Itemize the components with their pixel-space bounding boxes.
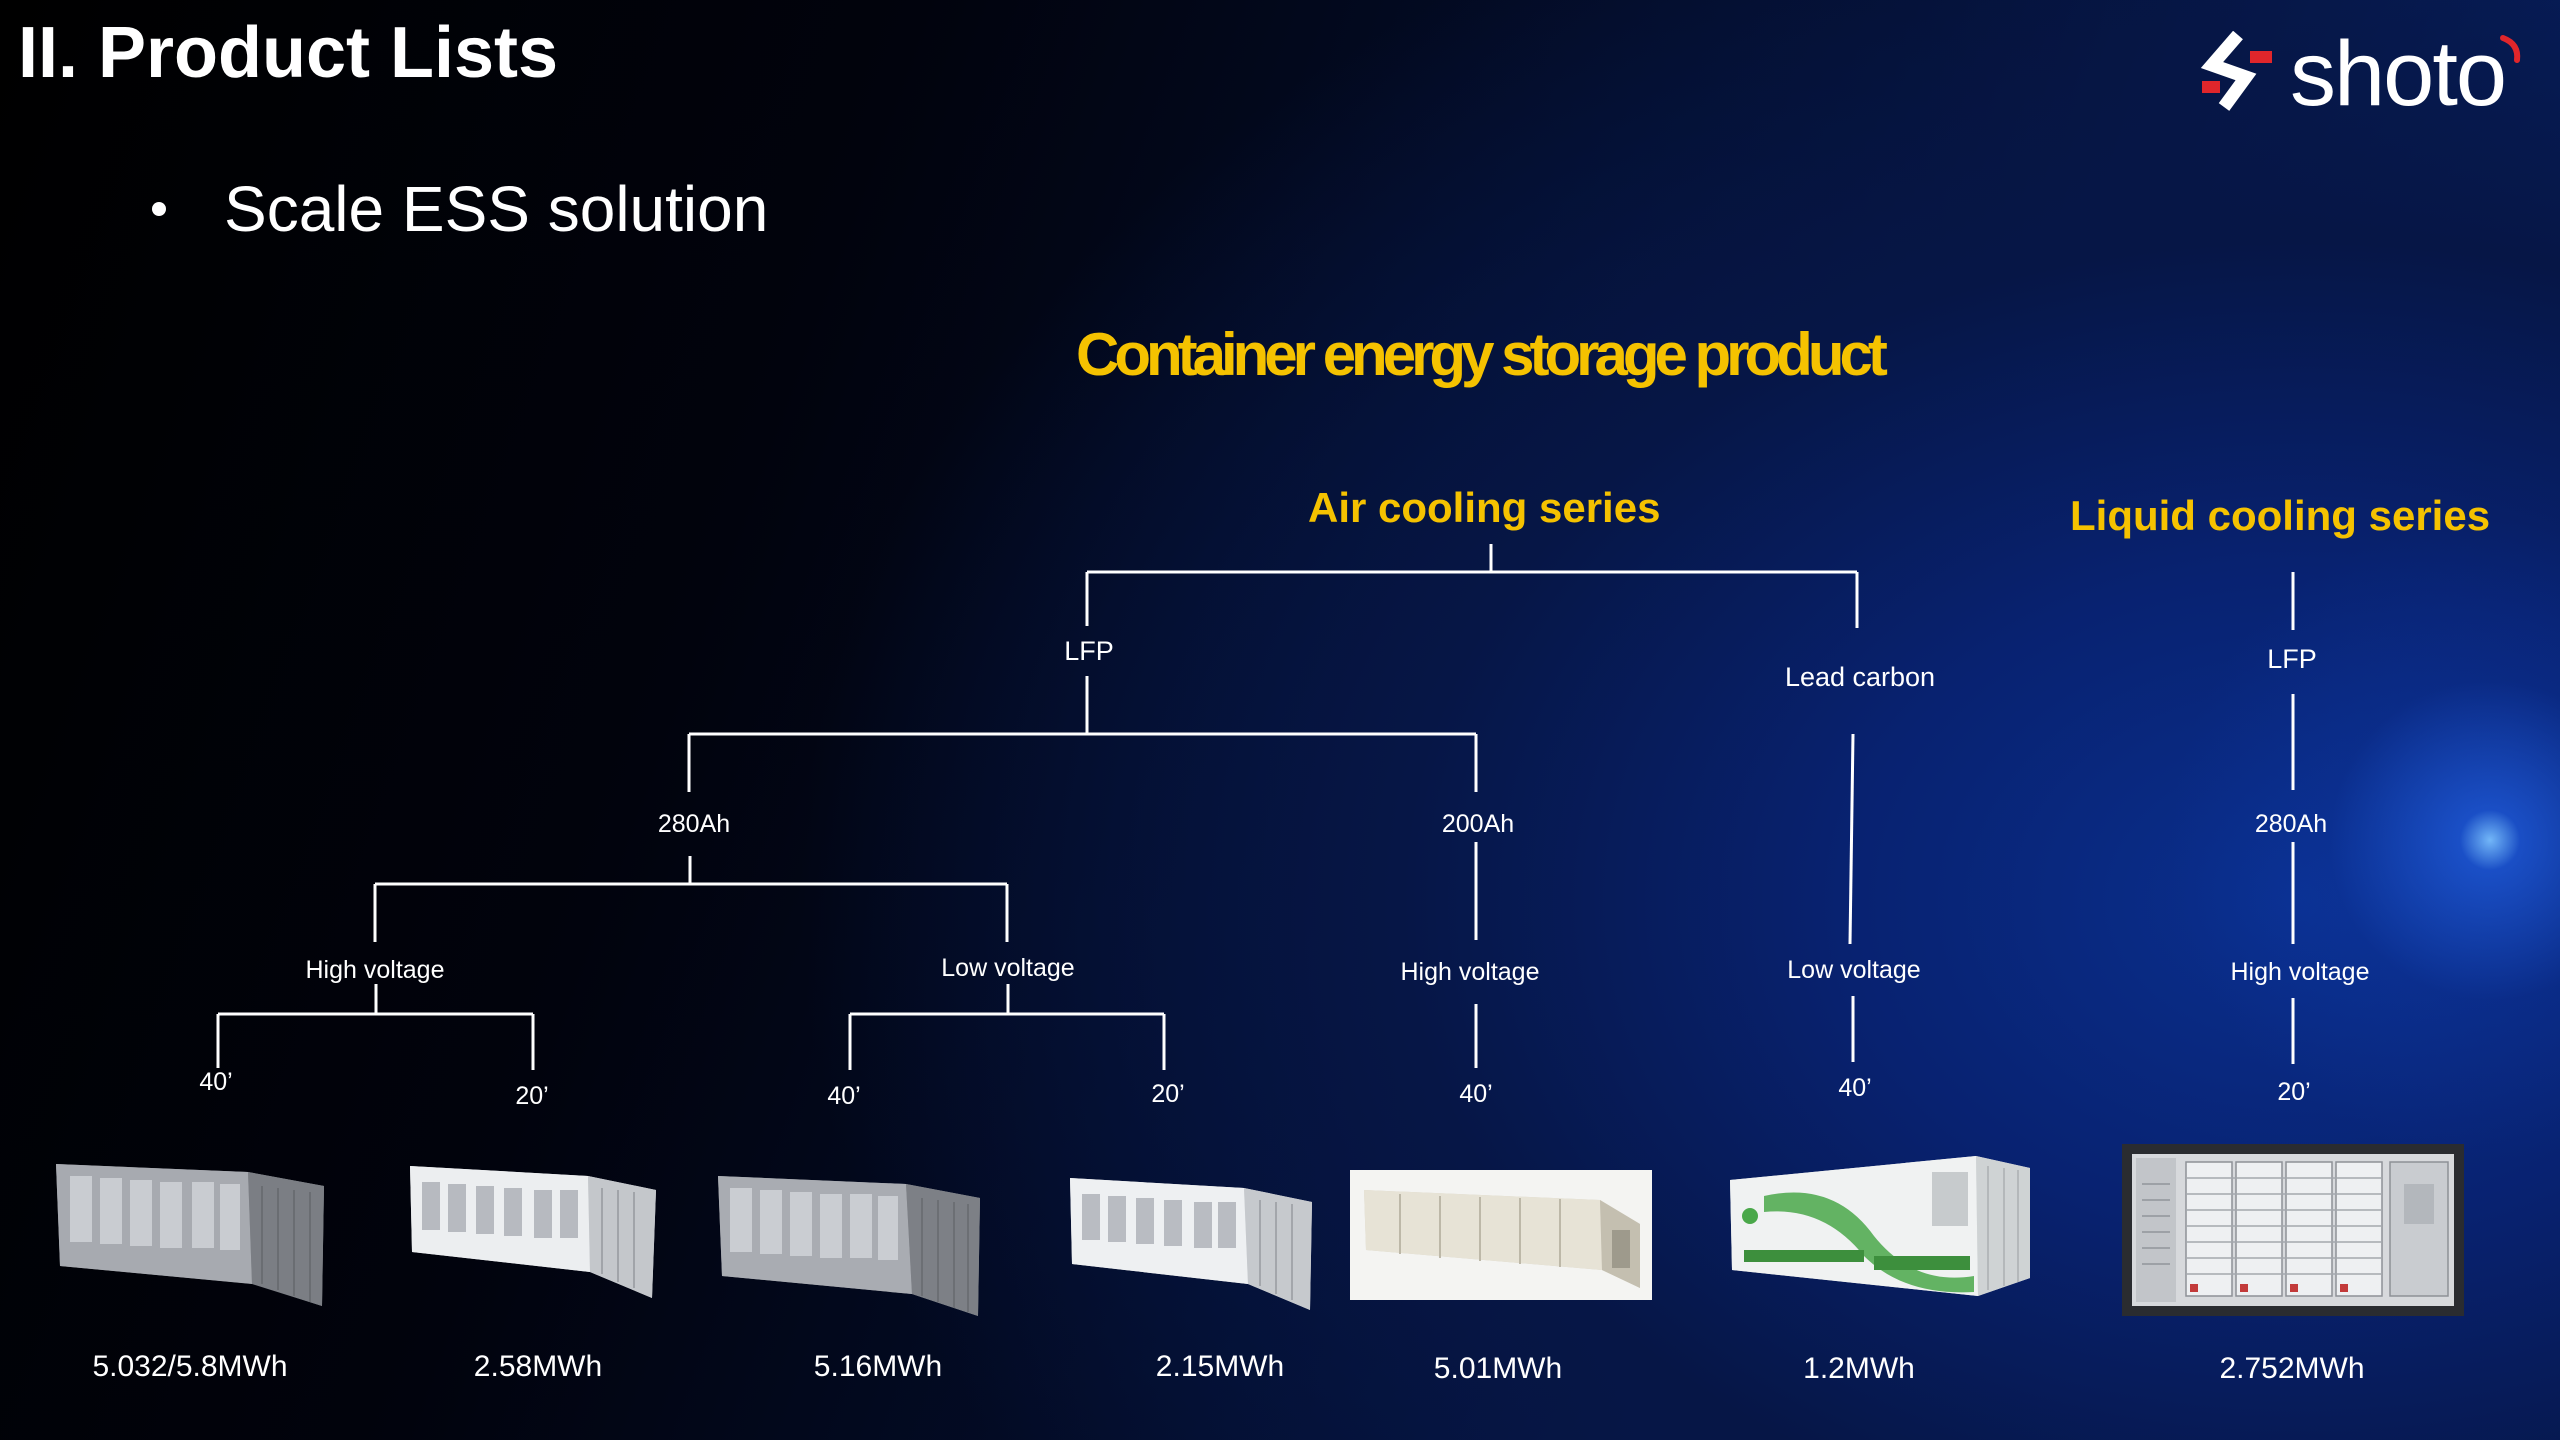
container-40ft-lead-carbon-image xyxy=(1730,1156,2030,1296)
node-high-voltage-liquid: High voltage xyxy=(2230,958,2370,986)
container-40ft-hv-image xyxy=(56,1164,324,1306)
bullet-dot-icon xyxy=(152,202,166,216)
shoto-logo: shoto xyxy=(2198,24,2538,124)
capacity-label: 5.16MWh xyxy=(813,1350,943,1383)
node-high-voltage-200: High voltage xyxy=(1400,958,1540,986)
logo-accent-arc-icon xyxy=(2500,35,2521,63)
node-280ah: 280Ah xyxy=(657,810,731,838)
bullet-text: Scale ESS solution xyxy=(224,173,769,245)
air-cooling-series-label: Air cooling series xyxy=(1308,484,1661,531)
node-low-voltage-lead: Low voltage xyxy=(1787,956,1921,984)
bullet-item: Scale ESS solution xyxy=(152,172,768,246)
node-air-lfp: LFP xyxy=(1064,636,1114,666)
capacity-label: 2.752MWh xyxy=(2219,1352,2365,1385)
node-liquid-lfp: LFP xyxy=(2267,644,2317,674)
capacity-label: 2.58MWh xyxy=(473,1350,603,1383)
size-label: 40’ xyxy=(199,1068,233,1096)
node-lead-carbon: Lead carbon xyxy=(1784,662,1936,692)
capacity-label: 5.01MWh xyxy=(1433,1352,1563,1385)
node-low-voltage-280: Low voltage xyxy=(941,954,1075,982)
size-label: 40’ xyxy=(1838,1074,1872,1102)
page-title: II. Product Lists xyxy=(18,13,559,93)
size-label: 20’ xyxy=(2277,1078,2311,1106)
section-title: Container energy storage product xyxy=(1076,321,1888,388)
container-20ft-hv-image xyxy=(410,1166,656,1298)
liquid-cooling-series-label: Liquid cooling series xyxy=(2070,492,2491,539)
capacity-label: 2.15MWh xyxy=(1155,1350,1285,1383)
logo-text: shoto xyxy=(2290,23,2507,125)
shoto-s-mark-icon xyxy=(2200,31,2272,111)
node-liquid-280ah: 280Ah xyxy=(2254,810,2328,838)
container-20ft-lv-image xyxy=(1070,1178,1312,1310)
container-40ft-200ah-image xyxy=(1350,1170,1652,1300)
size-label: 40’ xyxy=(1459,1080,1493,1108)
node-high-voltage-280: High voltage xyxy=(305,956,445,984)
size-label: 20’ xyxy=(1151,1080,1185,1108)
size-label: 40’ xyxy=(827,1082,861,1110)
container-40ft-lv-image xyxy=(718,1176,980,1316)
capacity-label: 1.2MWh xyxy=(1803,1352,1915,1385)
container-20ft-liquid-image xyxy=(2122,1144,2464,1316)
capacity-label: 5.032/5.8MWh xyxy=(92,1350,288,1383)
node-200ah: 200Ah xyxy=(1441,810,1515,838)
size-label: 20’ xyxy=(515,1082,549,1110)
